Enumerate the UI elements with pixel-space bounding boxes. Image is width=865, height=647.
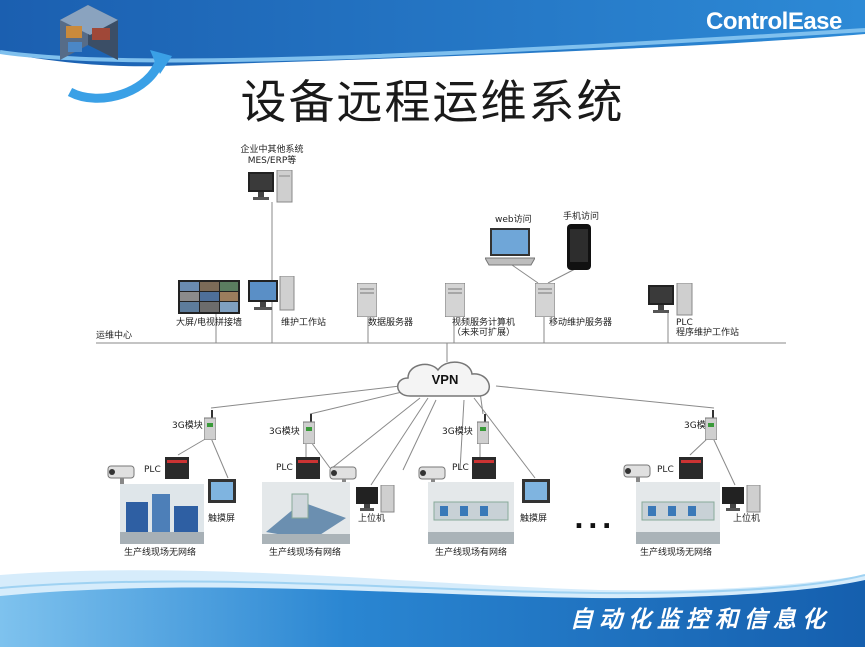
site1-touchscreen-icon	[208, 479, 236, 503]
site3-name: 生产线现场有网络	[435, 548, 508, 558]
site2-plc-icon	[296, 457, 320, 479]
site4-name: 生产线现场无网络	[640, 548, 713, 558]
site1-camera-icon	[107, 465, 135, 486]
site2-module-label: 3G模块	[269, 427, 300, 437]
site2-name: 生产线现场有网络	[269, 548, 342, 558]
site3-extra-label: 触摸屏	[520, 514, 548, 524]
mobile-access-label: 手机访问	[563, 212, 600, 222]
vpn-cloud-icon	[397, 361, 490, 397]
video-wall-icon	[178, 280, 240, 314]
plc-workstation-icon	[648, 283, 693, 316]
video-server-icon	[445, 283, 465, 317]
node-screen-wall: 大屏/电视拼接墙	[176, 318, 243, 328]
site1-extra-label: 触摸屏	[208, 514, 236, 524]
node-data-server: 数据服务器	[368, 318, 414, 328]
logo-cube-graphic	[60, 5, 172, 103]
site4-plc-label: PLC	[657, 465, 674, 475]
laptop-icon	[485, 228, 535, 266]
mobile-server-icon	[535, 283, 555, 317]
site1-3g-module-icon	[204, 410, 216, 440]
site4-3g-module-icon	[705, 410, 717, 440]
site4-module-label: 3G模块	[684, 421, 715, 431]
footer-slogan: 自动化监控和信息化	[570, 606, 831, 633]
site2-extra-label: 上位机	[358, 514, 386, 524]
enterprise-pc-icon	[248, 170, 293, 203]
node-mobile-server: 移动维护服务器	[549, 318, 613, 328]
site2-3g-module-icon	[303, 414, 315, 444]
node-video-server-2: （未来可扩展）	[452, 328, 516, 338]
site3-plc-icon	[472, 457, 496, 479]
site4-plc-icon	[679, 457, 703, 479]
site2-camera-icon	[329, 466, 357, 487]
site3-touchscreen-icon	[522, 479, 550, 503]
web-access-label: web访问	[495, 215, 532, 225]
site4-extra-label: 上位机	[733, 514, 761, 524]
center-label: 运维中心	[96, 331, 133, 341]
site3-plc-label: PLC	[452, 463, 469, 473]
footer-band	[0, 580, 865, 647]
node-maint-station: 维护工作站	[281, 318, 327, 328]
vpn-label: VPN	[431, 372, 459, 387]
site2-production-line-image	[262, 482, 350, 544]
site1-name: 生产线现场无网络	[124, 548, 197, 558]
page-title: 设备远程运维系统	[240, 75, 625, 129]
site3-3g-module-icon	[477, 414, 489, 444]
mobile-phone-icon	[567, 224, 591, 270]
site4-production-line-image	[636, 482, 720, 544]
node-video-server-1: 视频服务计算机	[452, 318, 516, 328]
more-sites-ellipsis: ...	[574, 505, 616, 535]
site1-production-line-image	[120, 484, 204, 544]
node-plc-station-1: PLC	[676, 318, 693, 328]
site4-camera-icon	[623, 464, 651, 485]
site4-host-pc-icon	[722, 485, 761, 513]
enterprise-label-2: MES/ERP等	[247, 156, 297, 166]
site3-module-label: 3G模块	[442, 427, 473, 437]
data-server-icon	[357, 283, 377, 317]
site2-host-pc-icon	[356, 485, 395, 513]
site1-plc-icon	[165, 457, 189, 479]
brand-logo-text: ControlEase	[706, 8, 842, 35]
site3-production-line-image	[428, 482, 514, 544]
enterprise-label-1: 企业中其他系统	[240, 145, 304, 155]
header-band	[0, 0, 865, 67]
node-plc-station-2: 程序维护工作站	[676, 328, 740, 338]
maintenance-station-icon	[248, 276, 295, 311]
site1-plc-label: PLC	[144, 465, 161, 475]
site1-module-label: 3G模块	[172, 421, 203, 431]
site2-plc-label: PLC	[276, 463, 293, 473]
footer-line	[0, 574, 865, 595]
network-lines	[96, 202, 786, 486]
